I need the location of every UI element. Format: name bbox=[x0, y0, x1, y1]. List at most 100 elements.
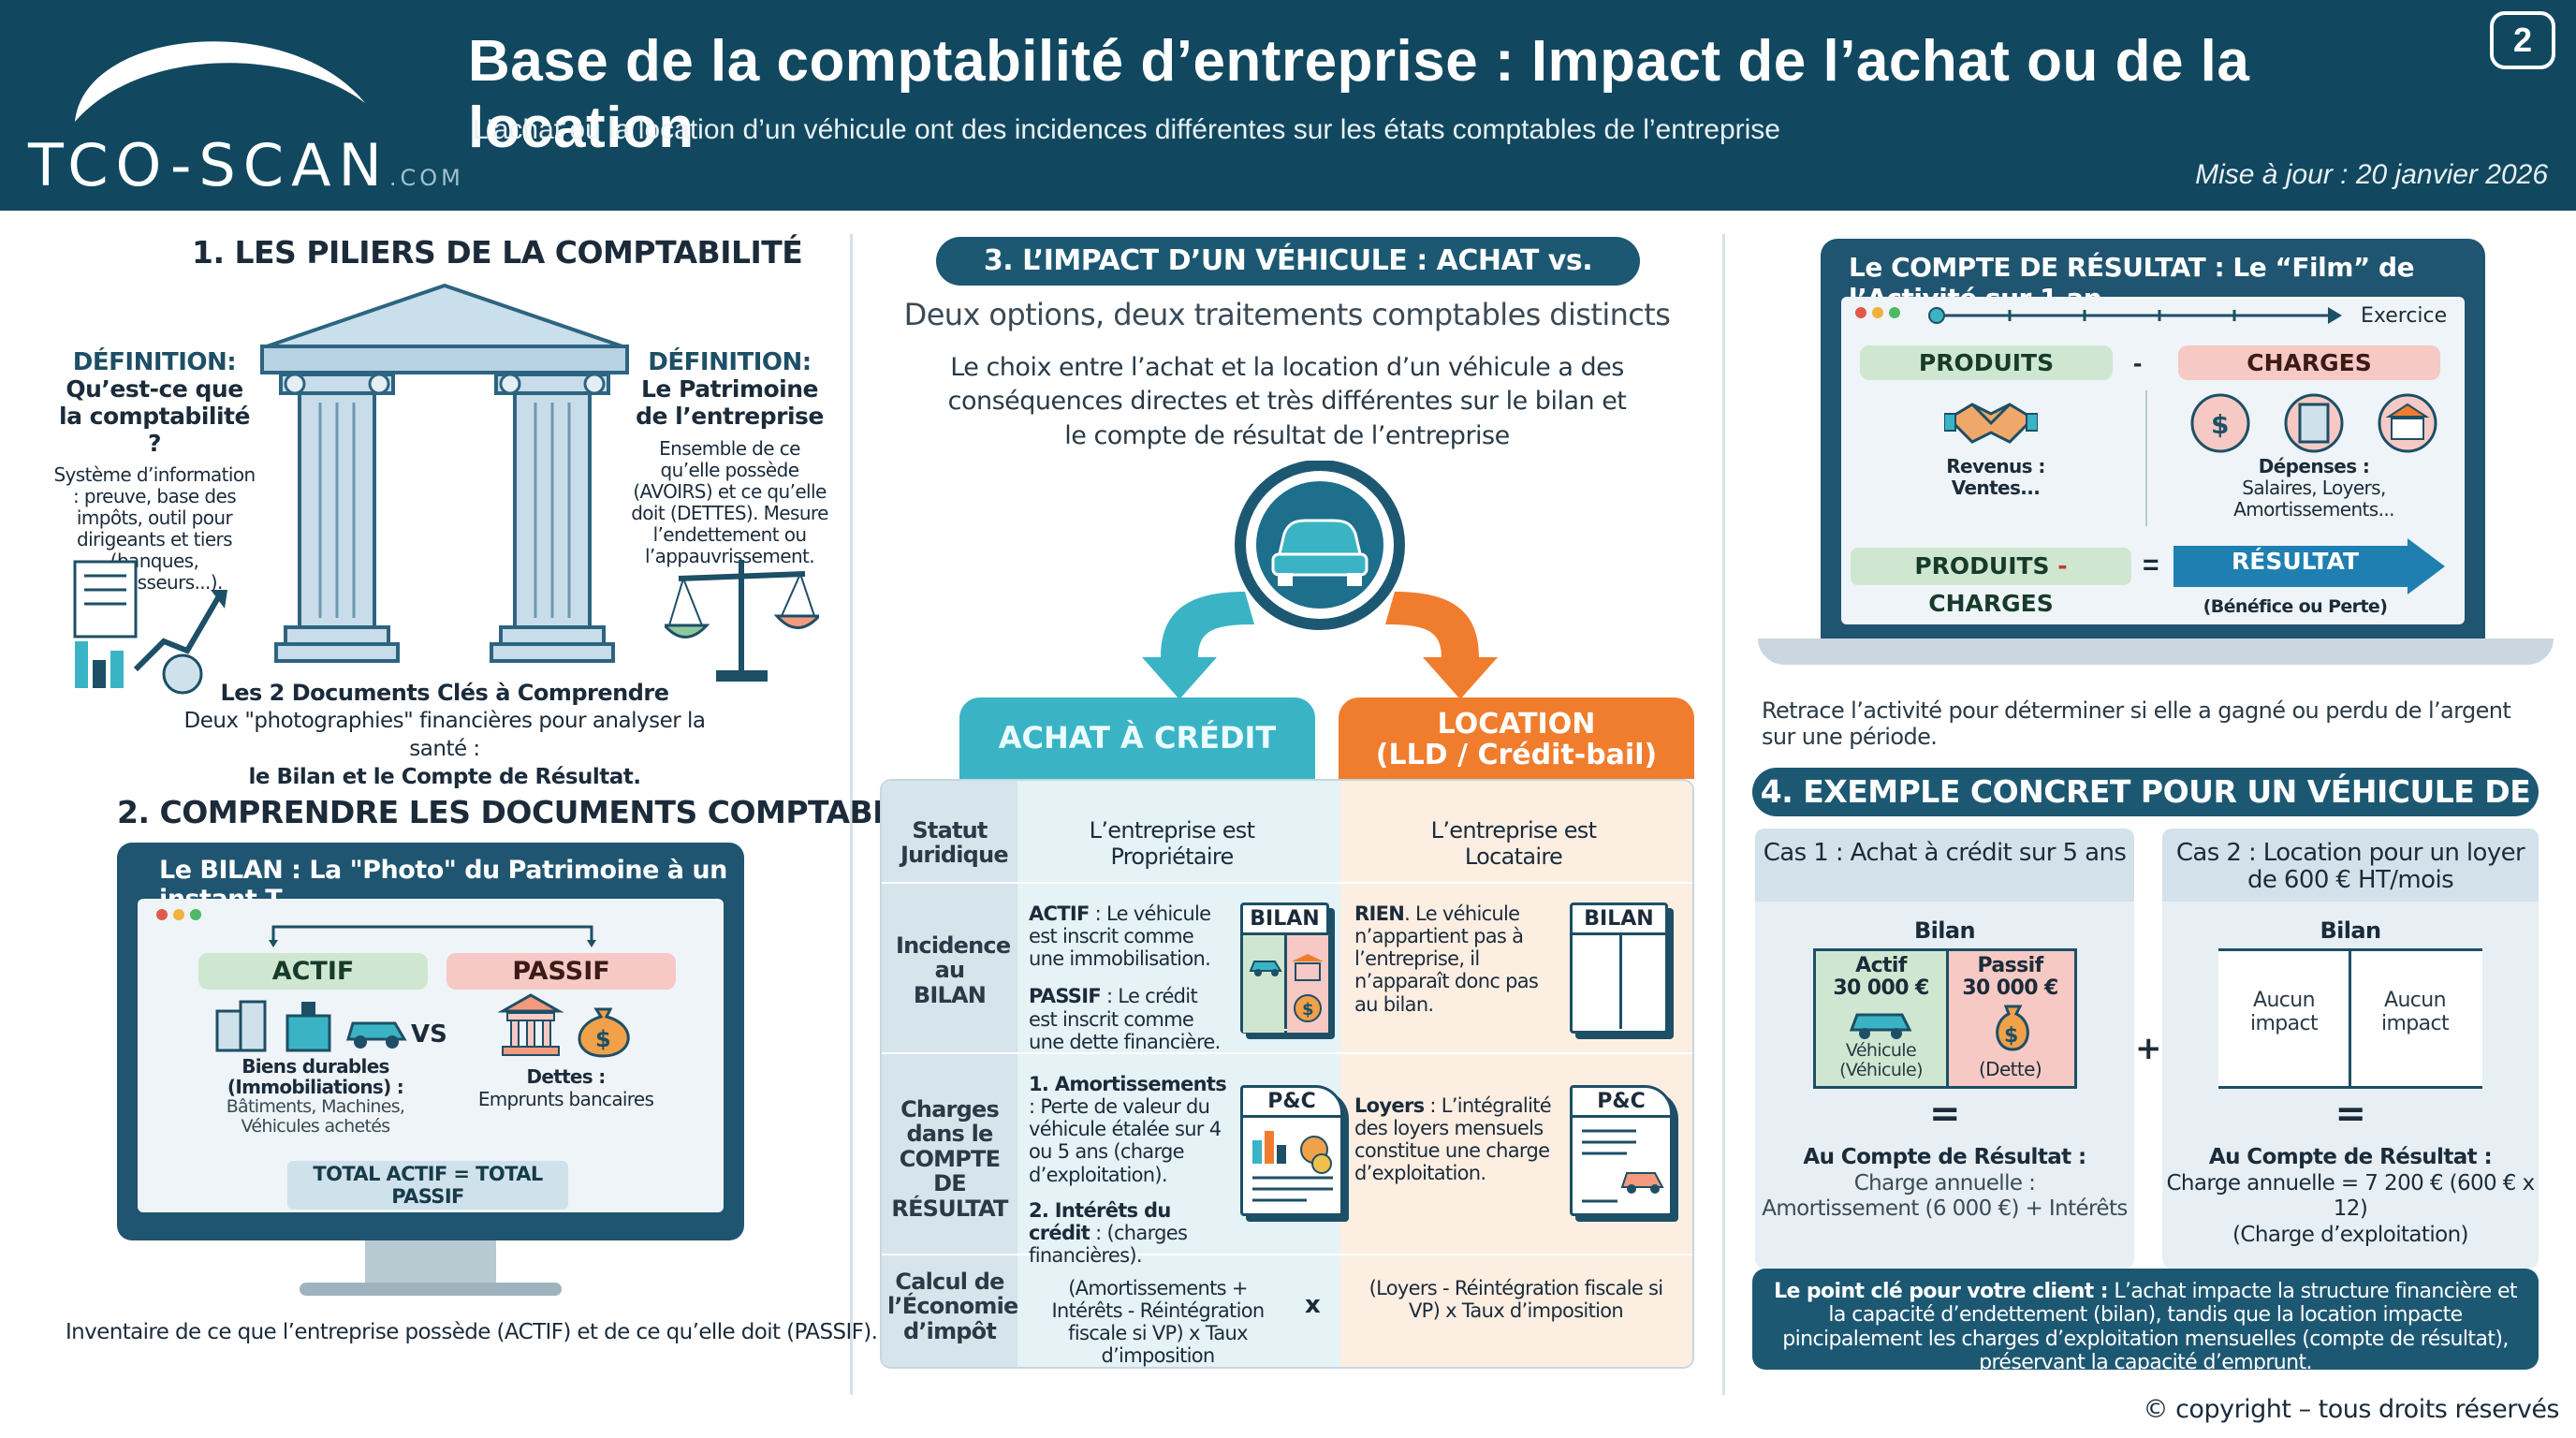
charges-achat-1-label: 1. Amortissements bbox=[1029, 1073, 1227, 1095]
case1-card: Cas 1 : Achat à crédit sur 5 ans Bilan A… bbox=[1755, 829, 2134, 1269]
case1-actif-value: 30 000 € bbox=[1833, 976, 1929, 1001]
bilan-monitor-title: Le BILAN : La "Photo" du Patrimoine à un… bbox=[159, 856, 727, 914]
car-fork-arrows-icon bbox=[1142, 461, 1498, 699]
bilan-location-label: RIEN bbox=[1354, 902, 1405, 925]
case2-result-line2: (Charge d’exploitation) bbox=[2232, 1222, 2468, 1247]
key-point-label: Le point clé pour votre client : bbox=[1774, 1280, 2109, 1303]
vertical-divider bbox=[2145, 390, 2147, 526]
produits-minus: - bbox=[2133, 348, 2143, 377]
definition-left: DÉFINITION: Qu’est-ce que la comptabilit… bbox=[51, 348, 257, 594]
case1-passif: Passif 30 000 € bbox=[1946, 954, 2074, 1000]
passif-pill: PASSIF bbox=[446, 953, 676, 990]
case1-actif-sub: Véhicule (Véhicule) bbox=[1839, 1040, 1923, 1080]
bar-chart-coins-icon bbox=[1252, 1131, 1333, 1202]
page-title: Base de la comptabilité d’entreprise : I… bbox=[468, 29, 2250, 160]
bilan-caption: Inventaire de ce que l’entreprise possèd… bbox=[66, 1320, 878, 1344]
section4-banner: 4. EXEMPLE CONCRET POUR UN VÉHICULE DE 3… bbox=[1752, 768, 2539, 858]
key-documents: Les 2 Documents Clés à Comprendre Deux "… bbox=[173, 679, 716, 792]
bilan-achat-actif-text: : Le véhicule est inscrit comme une immo… bbox=[1029, 902, 1211, 971]
impot-location: (Loyers - Réintégration fiscale si VP) x… bbox=[1368, 1277, 1664, 1323]
logo-swoosh-icon bbox=[75, 41, 365, 122]
bilan-screen: ACTIF PASSIF VS $ Biens durables (Immobi… bbox=[138, 899, 724, 1212]
key-point-text: L’achat impacte la structure financière … bbox=[1782, 1280, 2517, 1374]
svg-text:$: $ bbox=[2004, 1024, 2018, 1048]
charges-location-text: : L’intégralité des loyers mensuels cons… bbox=[1354, 1094, 1552, 1185]
definition-left-body: Système d’information : preuve, base des… bbox=[53, 463, 256, 594]
definition-right: DÉFINITION: Le Patrimoine de l’entrepris… bbox=[629, 348, 830, 567]
key-documents-body: Deux "photographies" financières pour an… bbox=[183, 709, 706, 762]
resultat-caption: Retrace l’activité pour déterminer si el… bbox=[1762, 697, 2511, 750]
svg-text:$: $ bbox=[595, 1026, 611, 1052]
section3-subtitle: Deux options, deux traitements comptable… bbox=[903, 297, 1671, 332]
tab-location: LOCATION (LLD / Crédit-bail) bbox=[1339, 697, 1694, 779]
column-divider-right bbox=[1722, 234, 1725, 1395]
car-icon bbox=[1849, 1013, 1912, 1039]
passif-desc-title: Dettes : bbox=[526, 1065, 606, 1088]
statut-achat: L’entreprise est Propriétaire bbox=[1089, 817, 1255, 870]
definition-left-label: DÉFINITION: bbox=[72, 348, 237, 376]
charges-achat-2-text: : (charges financières). bbox=[1029, 1221, 1188, 1267]
page-number-badge: 2 bbox=[2490, 11, 2555, 69]
depenses-body: Salaires, Loyers, Amortissements... bbox=[2233, 477, 2394, 521]
section3-intro: Le choix entre l’achat et la location d’… bbox=[947, 353, 1627, 450]
bilan-doc-label: BILAN bbox=[1573, 905, 1665, 935]
case2-result-title: Au Compte de Résultat : bbox=[2208, 1145, 2493, 1169]
resultat-label: RÉSULTAT bbox=[2232, 548, 2359, 575]
row-label-bilan: Incidence au BILAN bbox=[896, 932, 1011, 1008]
vs-label: VS bbox=[411, 1020, 447, 1049]
pc-achat-document: P&C bbox=[1240, 1085, 1343, 1216]
logo-text: TCO-SCAN bbox=[28, 131, 389, 199]
bilan-monitor: Le BILAN : La "Photo" du Patrimoine à un… bbox=[117, 843, 744, 1240]
key-documents-title: Les 2 Documents Clés à Comprendre bbox=[220, 680, 669, 706]
row-divider bbox=[882, 1254, 1692, 1255]
row-label-statut: Statut Juridique bbox=[900, 817, 1009, 869]
key-point-box: Le point clé pour votre client : L’achat… bbox=[1752, 1269, 2539, 1374]
definition-right-question: Le Patrimoine de l’entreprise bbox=[636, 375, 824, 430]
case2-right-cell: Aucun impact bbox=[2380, 989, 2450, 1036]
case1-equal: = bbox=[1929, 1093, 1961, 1136]
case1-passif-label: Passif bbox=[1977, 954, 2043, 977]
location-column bbox=[1340, 781, 1692, 1367]
eq-produits: PRODUITS bbox=[1914, 552, 2050, 580]
bracket-arrow-icon bbox=[269, 925, 596, 947]
definition-right-body: Ensemble de ce qu’elle possède (AVOIRS) … bbox=[631, 436, 828, 567]
row-labels-column bbox=[882, 781, 1017, 1367]
column-divider-left bbox=[850, 234, 853, 1395]
pc-doc-label: P&C bbox=[1243, 1088, 1340, 1118]
depenses-text: Dépenses : Salaires, Loyers, Amortisseme… bbox=[2211, 456, 2417, 521]
timeline-label: Exercice bbox=[2361, 304, 2448, 328]
resultat-screen: Exercice PRODUITS - CHARGES Revenus : Ve… bbox=[1841, 297, 2465, 624]
case1-bilan-label: Bilan bbox=[1913, 917, 1976, 944]
case2-bilan-table: Aucun impact Aucun impact bbox=[2218, 948, 2482, 1089]
section1-title: 1. LES PILIERS DE LA COMPTABILITÉ bbox=[192, 234, 803, 271]
row-divider bbox=[882, 882, 1692, 884]
eq-equal: = bbox=[2143, 550, 2159, 580]
row-label-impot: Calcul de l’Économie d’impôt bbox=[887, 1269, 1018, 1344]
resultat-sub: (Bénéfice ou Perte) bbox=[2203, 596, 2388, 617]
bilan-achat-document: BILAN $ bbox=[1240, 902, 1329, 1034]
produits-pill: PRODUITS bbox=[1860, 345, 2113, 380]
charges-achat: 1. Amortissements : Perte de valeur du v… bbox=[1029, 1073, 1230, 1267]
plus-sign: + bbox=[2135, 1030, 2161, 1067]
bilan-achat: ACTIF : Le véhicule est inscrit comme un… bbox=[1029, 902, 1230, 1053]
case1-passif-sub: (Dette) bbox=[1978, 1058, 2042, 1080]
row-label-compte-resultat: Charges dans le COMPTE DE RÉSULTAT bbox=[891, 1096, 1008, 1222]
bilan-doc-label: BILAN bbox=[1243, 905, 1326, 935]
logo: TCO-SCAN.COM bbox=[28, 131, 464, 199]
passif-description: Dettes : Emprunts bancaires bbox=[451, 1065, 681, 1110]
case1-actif: Actif 30 000 € bbox=[1816, 954, 1946, 1001]
timeline-arrow-icon bbox=[1928, 307, 2342, 324]
case2-left-cell: Aucun impact bbox=[2249, 989, 2319, 1036]
case1-bilan-table: Actif 30 000 € Véhicule (Véhicule) Passi… bbox=[1813, 948, 2077, 1089]
actif-desc-title: Biens durables (Immobiliations) : bbox=[227, 1055, 404, 1098]
achat-column bbox=[1017, 781, 1340, 1367]
logo-suffix: .COM bbox=[388, 165, 464, 191]
pillars-temple-icon bbox=[260, 283, 629, 663]
case1-result-line1: Charge annuelle : bbox=[1853, 1170, 2036, 1196]
document-car-icon bbox=[1582, 1129, 1664, 1203]
comparison-table: Statut Juridique L’entreprise est Propri… bbox=[880, 779, 1694, 1369]
case1-result-line2: Amortissement (6 000 €) + Intérêts bbox=[1762, 1196, 2128, 1222]
impot-multiply: x bbox=[1305, 1291, 1321, 1319]
case2-table-divider bbox=[2349, 951, 2351, 1086]
page-subtitle: L’achat ou la location d’un véhicule ont… bbox=[473, 114, 1780, 145]
